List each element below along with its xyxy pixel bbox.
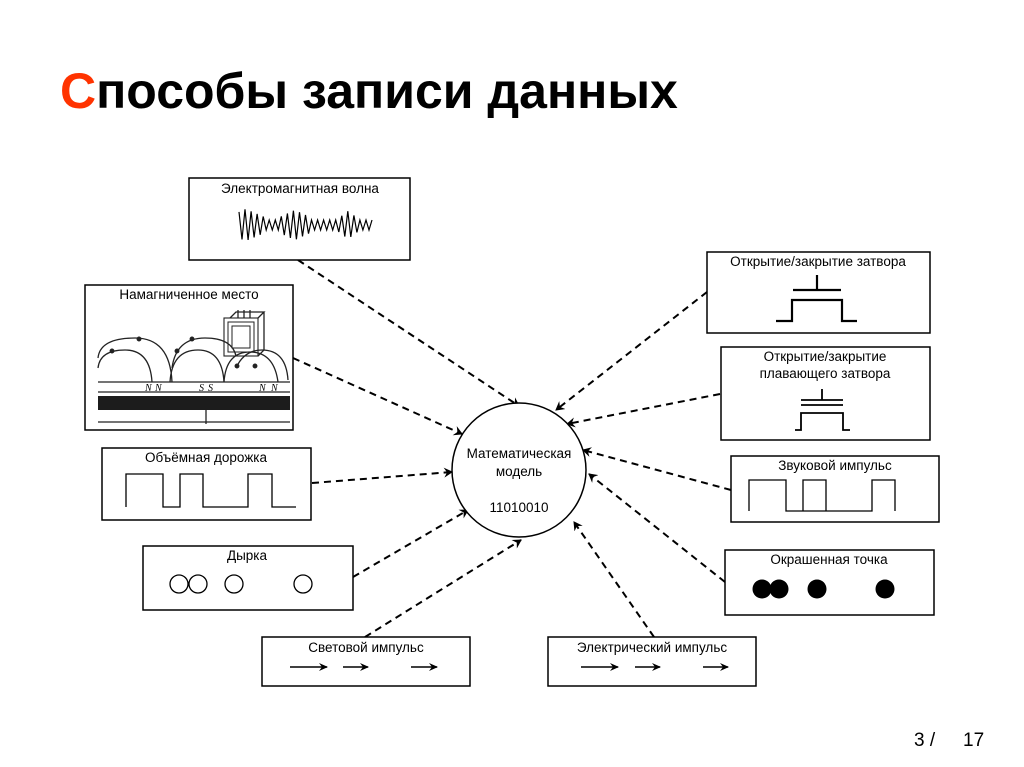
connector-arrows <box>292 259 732 638</box>
binary-code: 11010010 <box>489 500 548 515</box>
gate-box <box>706 251 931 334</box>
light-box <box>261 636 471 687</box>
floating-gate-icon <box>795 389 850 431</box>
math-model-circle <box>451 402 587 538</box>
method-track: Объёмная дорожка <box>101 447 312 521</box>
electric-box <box>547 636 757 687</box>
method-hole: Дырка <box>142 545 354 611</box>
float-gate-label-line2: плавающего затвора <box>760 366 891 381</box>
method-float-gate: Открытие/закрытие плавающего затвора <box>720 346 931 441</box>
arrow-em-wave <box>297 259 520 407</box>
sound-label: Звуковой импульс <box>778 458 892 473</box>
math-model-line1: Математическая <box>467 446 572 461</box>
waveform-icon <box>238 209 373 241</box>
method-dot: Окрашенная точка <box>724 549 935 616</box>
math-model-line2: модель <box>496 464 542 479</box>
magnetic-head-icon <box>97 310 290 424</box>
method-gate: Открытие/закрытие затвора <box>706 251 931 334</box>
magnetic-media-strip <box>98 396 290 410</box>
pole-label: S <box>208 383 213 394</box>
track-label: Объёмная дорожка <box>145 450 268 465</box>
method-magnetized: Намагниченное место N <box>84 284 294 431</box>
pole-label: N <box>258 383 267 394</box>
electric-label: Электрический импульс <box>577 640 727 655</box>
arrow-dot <box>588 473 726 583</box>
slide-title: Способы записи данных <box>60 62 678 120</box>
arrow-track <box>311 467 453 484</box>
square-pulse-icon <box>748 479 896 512</box>
hole-box <box>142 545 354 611</box>
open-circles-icon <box>169 574 313 594</box>
em-wave-label: Электромагнитная волна <box>221 181 379 196</box>
arrow-light <box>364 539 522 638</box>
arrow-sound <box>582 447 732 491</box>
em-wave-box <box>188 177 411 261</box>
dot-label: Окрашенная точка <box>770 552 888 567</box>
waveform-path <box>238 209 373 241</box>
arrow-electric <box>573 521 655 638</box>
pole-label: N <box>270 383 279 394</box>
title-first-letter: С <box>60 63 97 119</box>
gate-label: Открытие/закрытие затвора <box>730 254 906 269</box>
title-rest: пособы записи данных <box>96 63 678 119</box>
float-gate-box <box>720 346 931 441</box>
square-pulse-icon <box>125 473 296 508</box>
method-sound: Звуковой импульс <box>730 455 940 523</box>
magnetized-label: Намагниченное место <box>119 287 258 302</box>
track-box <box>101 447 312 521</box>
arrow-float-gate <box>566 393 721 428</box>
math-model-node: Математическая модель 11010010 <box>451 402 587 538</box>
page-total: 17 <box>963 730 985 751</box>
arrow-hole <box>352 509 469 578</box>
float-gate-label-line1: Открытие/закрытие <box>764 349 887 364</box>
light-label: Световой импульс <box>308 640 424 655</box>
arrow-gate <box>555 291 708 411</box>
pole-label: N <box>154 383 163 394</box>
pole-label: N <box>144 383 153 394</box>
pole-label: S <box>199 383 204 394</box>
method-electric: Электрический импульс <box>547 636 757 687</box>
filled-dots-icon <box>752 579 895 599</box>
method-light: Световой импульс <box>261 636 471 687</box>
arrow-magnetized <box>292 357 463 436</box>
page-current: 3 / <box>914 730 936 751</box>
method-em-wave: Электромагнитная волна <box>188 177 411 261</box>
magnet-poles: N N S S N N <box>144 383 279 394</box>
transistor-gate-icon <box>776 275 857 323</box>
hole-label: Дырка <box>227 548 268 563</box>
